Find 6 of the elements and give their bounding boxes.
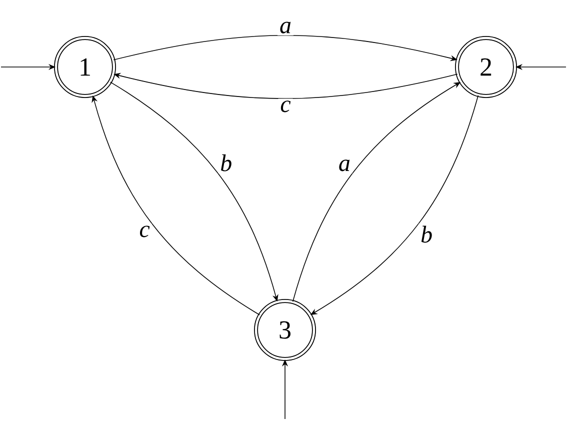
edge-label: b: [418, 224, 435, 245]
edge-label: c: [137, 224, 152, 240]
edge-label: b: [218, 152, 234, 174]
edge-label: c: [278, 98, 293, 114]
edge-label: a: [336, 158, 352, 174]
edge-label: a: [278, 20, 294, 36]
